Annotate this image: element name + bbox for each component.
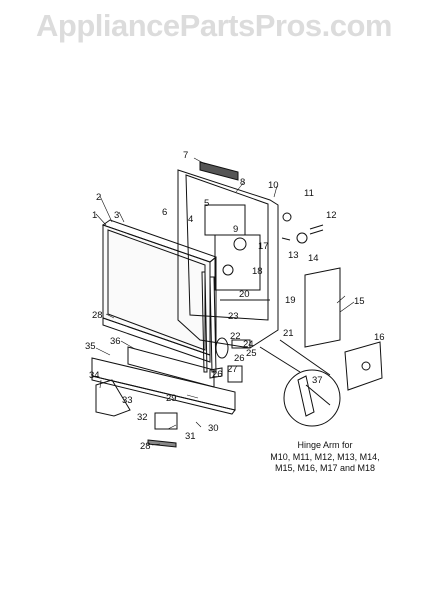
callout-11: 11	[304, 188, 314, 199]
callout-23: 23	[228, 311, 239, 322]
callout-18: 18	[252, 266, 263, 277]
caption-line-3: M15, M16, M17 and M18	[274, 463, 376, 473]
panel-15	[304, 267, 341, 348]
watermark-logo: AppliancePartsPros.com	[36, 8, 392, 43]
callout-27: 27	[227, 364, 238, 375]
inner-door-liner	[177, 169, 279, 349]
callout-31: 31	[185, 431, 196, 442]
callout-29: 29	[166, 393, 177, 404]
callout-17: 17	[258, 241, 269, 252]
top-vent	[199, 161, 239, 181]
callout-26b: 26	[212, 369, 223, 380]
callout-37: 37	[312, 375, 323, 386]
hinge-arm-detail	[283, 369, 341, 427]
callout-19: 19	[285, 295, 296, 306]
callout-36: 36	[110, 336, 121, 347]
toe-kick-panel	[127, 346, 215, 388]
callout-3: 3	[114, 210, 119, 221]
callout-32: 32	[137, 412, 148, 423]
callout-33: 33	[122, 395, 133, 406]
caption-line-2: M10, M11, M12, M13, M14,	[270, 451, 380, 462]
latch-12	[309, 224, 324, 235]
callout-34: 34	[89, 370, 100, 381]
washer-11	[282, 212, 292, 222]
callout-28a: 28	[92, 310, 103, 321]
door-handle	[147, 439, 177, 448]
callout-5: 5	[204, 198, 209, 209]
callout-13: 13	[288, 250, 299, 261]
callout-26a: 26	[234, 353, 245, 364]
callout-35: 35	[85, 341, 96, 352]
callout-21: 21	[283, 328, 294, 339]
callout-2: 2	[96, 192, 101, 203]
bracket	[95, 379, 131, 417]
callout-15: 15	[354, 296, 365, 307]
callout-7: 7	[183, 150, 188, 161]
callout-20: 20	[239, 289, 250, 300]
callout-14: 14	[308, 253, 319, 264]
panel-16	[344, 341, 383, 391]
callout-30: 30	[208, 423, 219, 434]
callout-6: 6	[162, 207, 167, 218]
caption-line-1: Hinge Arm for	[297, 440, 353, 450]
hinge-arm-caption: Hinge Arm for M10, M11, M12, M13, M14, M…	[250, 440, 400, 475]
callout-16: 16	[374, 332, 385, 343]
callout-12: 12	[326, 210, 337, 221]
callout-1: 1	[92, 210, 97, 221]
switch-block	[154, 412, 178, 430]
callout-4: 4	[188, 214, 193, 225]
callout-10: 10	[268, 180, 279, 191]
callout-25: 25	[246, 348, 257, 359]
callout-22: 22	[230, 331, 241, 342]
callout-28b: 28	[140, 441, 151, 452]
knob-14	[296, 232, 308, 244]
bottom-trim	[102, 317, 211, 363]
callout-24: 24	[243, 339, 254, 350]
side-trim-strips	[201, 271, 217, 373]
callout-8: 8	[240, 177, 245, 188]
outer-door-panel	[101, 219, 217, 356]
callout-9: 9	[233, 224, 238, 235]
